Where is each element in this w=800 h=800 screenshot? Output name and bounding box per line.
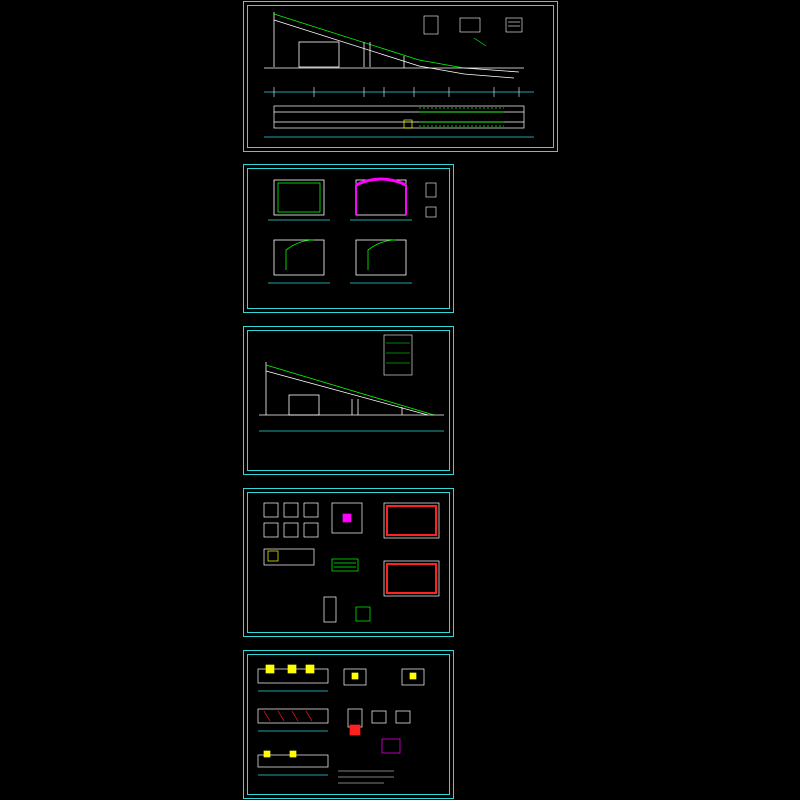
pit-plan-2 (383, 560, 440, 597)
small-details (425, 182, 437, 218)
notes-block (338, 770, 394, 784)
section-a (268, 179, 330, 221)
incline-elevation (259, 362, 444, 432)
sheet-border (247, 168, 450, 309)
section-detail-callouts (423, 15, 523, 47)
gallery-sections-drawing (268, 177, 437, 284)
joint-details (347, 708, 411, 754)
beam-elevation-2 (257, 708, 329, 732)
pile-details (323, 596, 371, 623)
sheet-border (247, 492, 450, 633)
foundation-details-drawing (263, 502, 440, 623)
stair-detail (383, 334, 413, 376)
drawing-sheet-4 (243, 488, 454, 637)
beam-elevation-1 (257, 664, 329, 692)
gallery-elevation-plan-drawing (264, 12, 534, 138)
pit-plan-1 (383, 502, 440, 539)
section-b (350, 177, 412, 221)
sheet-border (247, 330, 450, 471)
footing-plans (263, 502, 363, 538)
column-detail (263, 548, 359, 572)
sheet-border (247, 654, 450, 795)
drawing-sheet-2 (243, 164, 454, 313)
gallery-elevation-drawing (259, 334, 444, 432)
beam-elevation-3 (257, 750, 329, 776)
gallery-plan (264, 105, 534, 138)
section-d (350, 239, 412, 284)
drawing-sheet-5 (243, 650, 454, 799)
column-beam-details-drawing (257, 664, 425, 784)
section-c (268, 239, 330, 284)
elevation-dimension-ticks (273, 87, 520, 97)
drawing-sheet-1 (243, 1, 558, 152)
sheet-border (247, 5, 554, 148)
drawing-sheet-3 (243, 326, 454, 475)
gallery-elevation (264, 12, 534, 93)
column-sections (343, 668, 425, 686)
